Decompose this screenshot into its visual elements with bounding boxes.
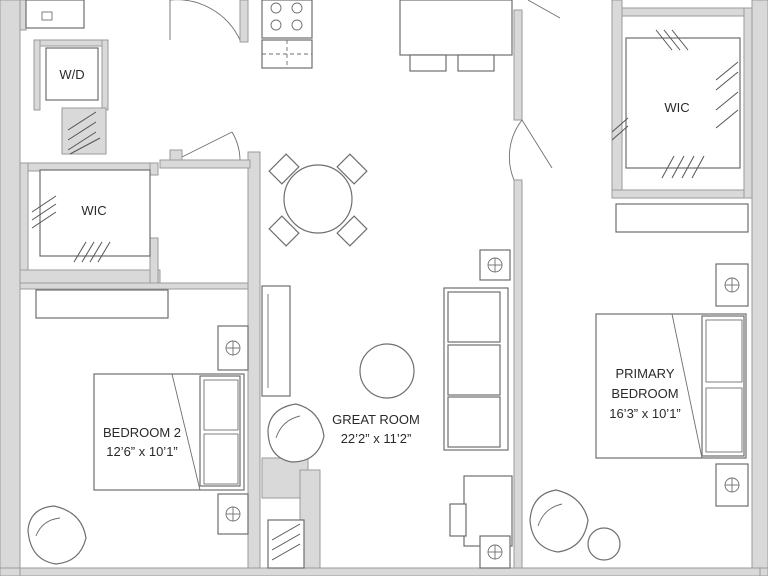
- primary-name-line2: BEDROOM: [611, 386, 678, 401]
- great-room-size: 22’2” x 11’2”: [341, 431, 412, 446]
- primary-bedroom: PRIMARY BEDROOM 16’3” x 10’1”: [529, 203, 749, 561]
- bedroom2-name: BEDROOM 2: [103, 425, 181, 440]
- bathroom-fixture: [25, 0, 249, 43]
- closet-hatch: [267, 519, 305, 569]
- sofa: [443, 287, 509, 451]
- coffee-table: [359, 343, 415, 399]
- kitchen-island: [399, 0, 513, 72]
- wic-left: WIC: [19, 131, 241, 289]
- tv-console: [261, 285, 291, 397]
- desk: [449, 475, 513, 547]
- armchair: [267, 403, 325, 463]
- great-room: GREAT ROOM 22’2” x 11’2”: [267, 412, 420, 569]
- door-swing-right: [508, 0, 561, 181]
- kitchen-range: [261, 0, 313, 69]
- bedroom2-size: 12’6” x 10’1”: [106, 444, 178, 459]
- outlets: [217, 249, 749, 569]
- wic-right-label: WIC: [664, 100, 689, 115]
- dining-table: [268, 153, 368, 247]
- washer-dryer-closet: W/D: [33, 39, 109, 155]
- wd-label: W/D: [59, 67, 84, 82]
- great-room-name: GREAT ROOM: [332, 412, 420, 427]
- wic-right: WIC: [611, 7, 753, 199]
- primary-size: 16’3” x 10’1”: [609, 406, 681, 421]
- bedroom2: BEDROOM 2 12’6” x 10’1”: [27, 289, 245, 565]
- wic-left-label: WIC: [81, 203, 106, 218]
- primary-name-line1: PRIMARY: [616, 366, 675, 381]
- interior-walls: [19, 0, 761, 576]
